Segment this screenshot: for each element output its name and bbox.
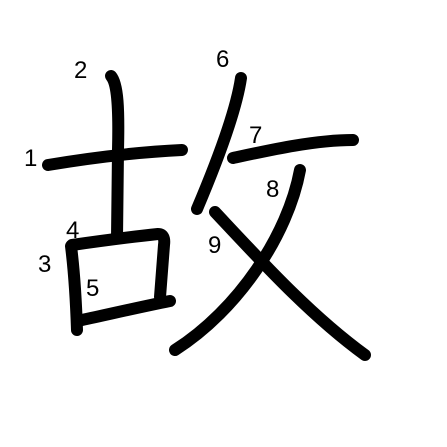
stroke-5 [76, 295, 176, 326]
stroke-3 [65, 240, 83, 336]
stroke-number-6: 6 [216, 46, 229, 73]
stroke-number-7: 7 [249, 122, 262, 149]
stroke-number-8: 8 [266, 176, 279, 203]
stroke-8 [169, 164, 306, 356]
stroke-number-9: 9 [208, 232, 221, 259]
stroke-number-1: 1 [24, 145, 37, 172]
stroke-number-4: 4 [66, 217, 79, 244]
stroke-2 [105, 70, 125, 244]
stroke-9 [209, 206, 371, 361]
stroke-number-5: 5 [86, 275, 99, 302]
stroke-6 [191, 72, 247, 215]
stroke-number-3: 3 [38, 251, 51, 278]
stroke-7 [227, 134, 359, 164]
stroke-4 [66, 228, 171, 303]
stroke-number-2: 2 [74, 57, 87, 84]
